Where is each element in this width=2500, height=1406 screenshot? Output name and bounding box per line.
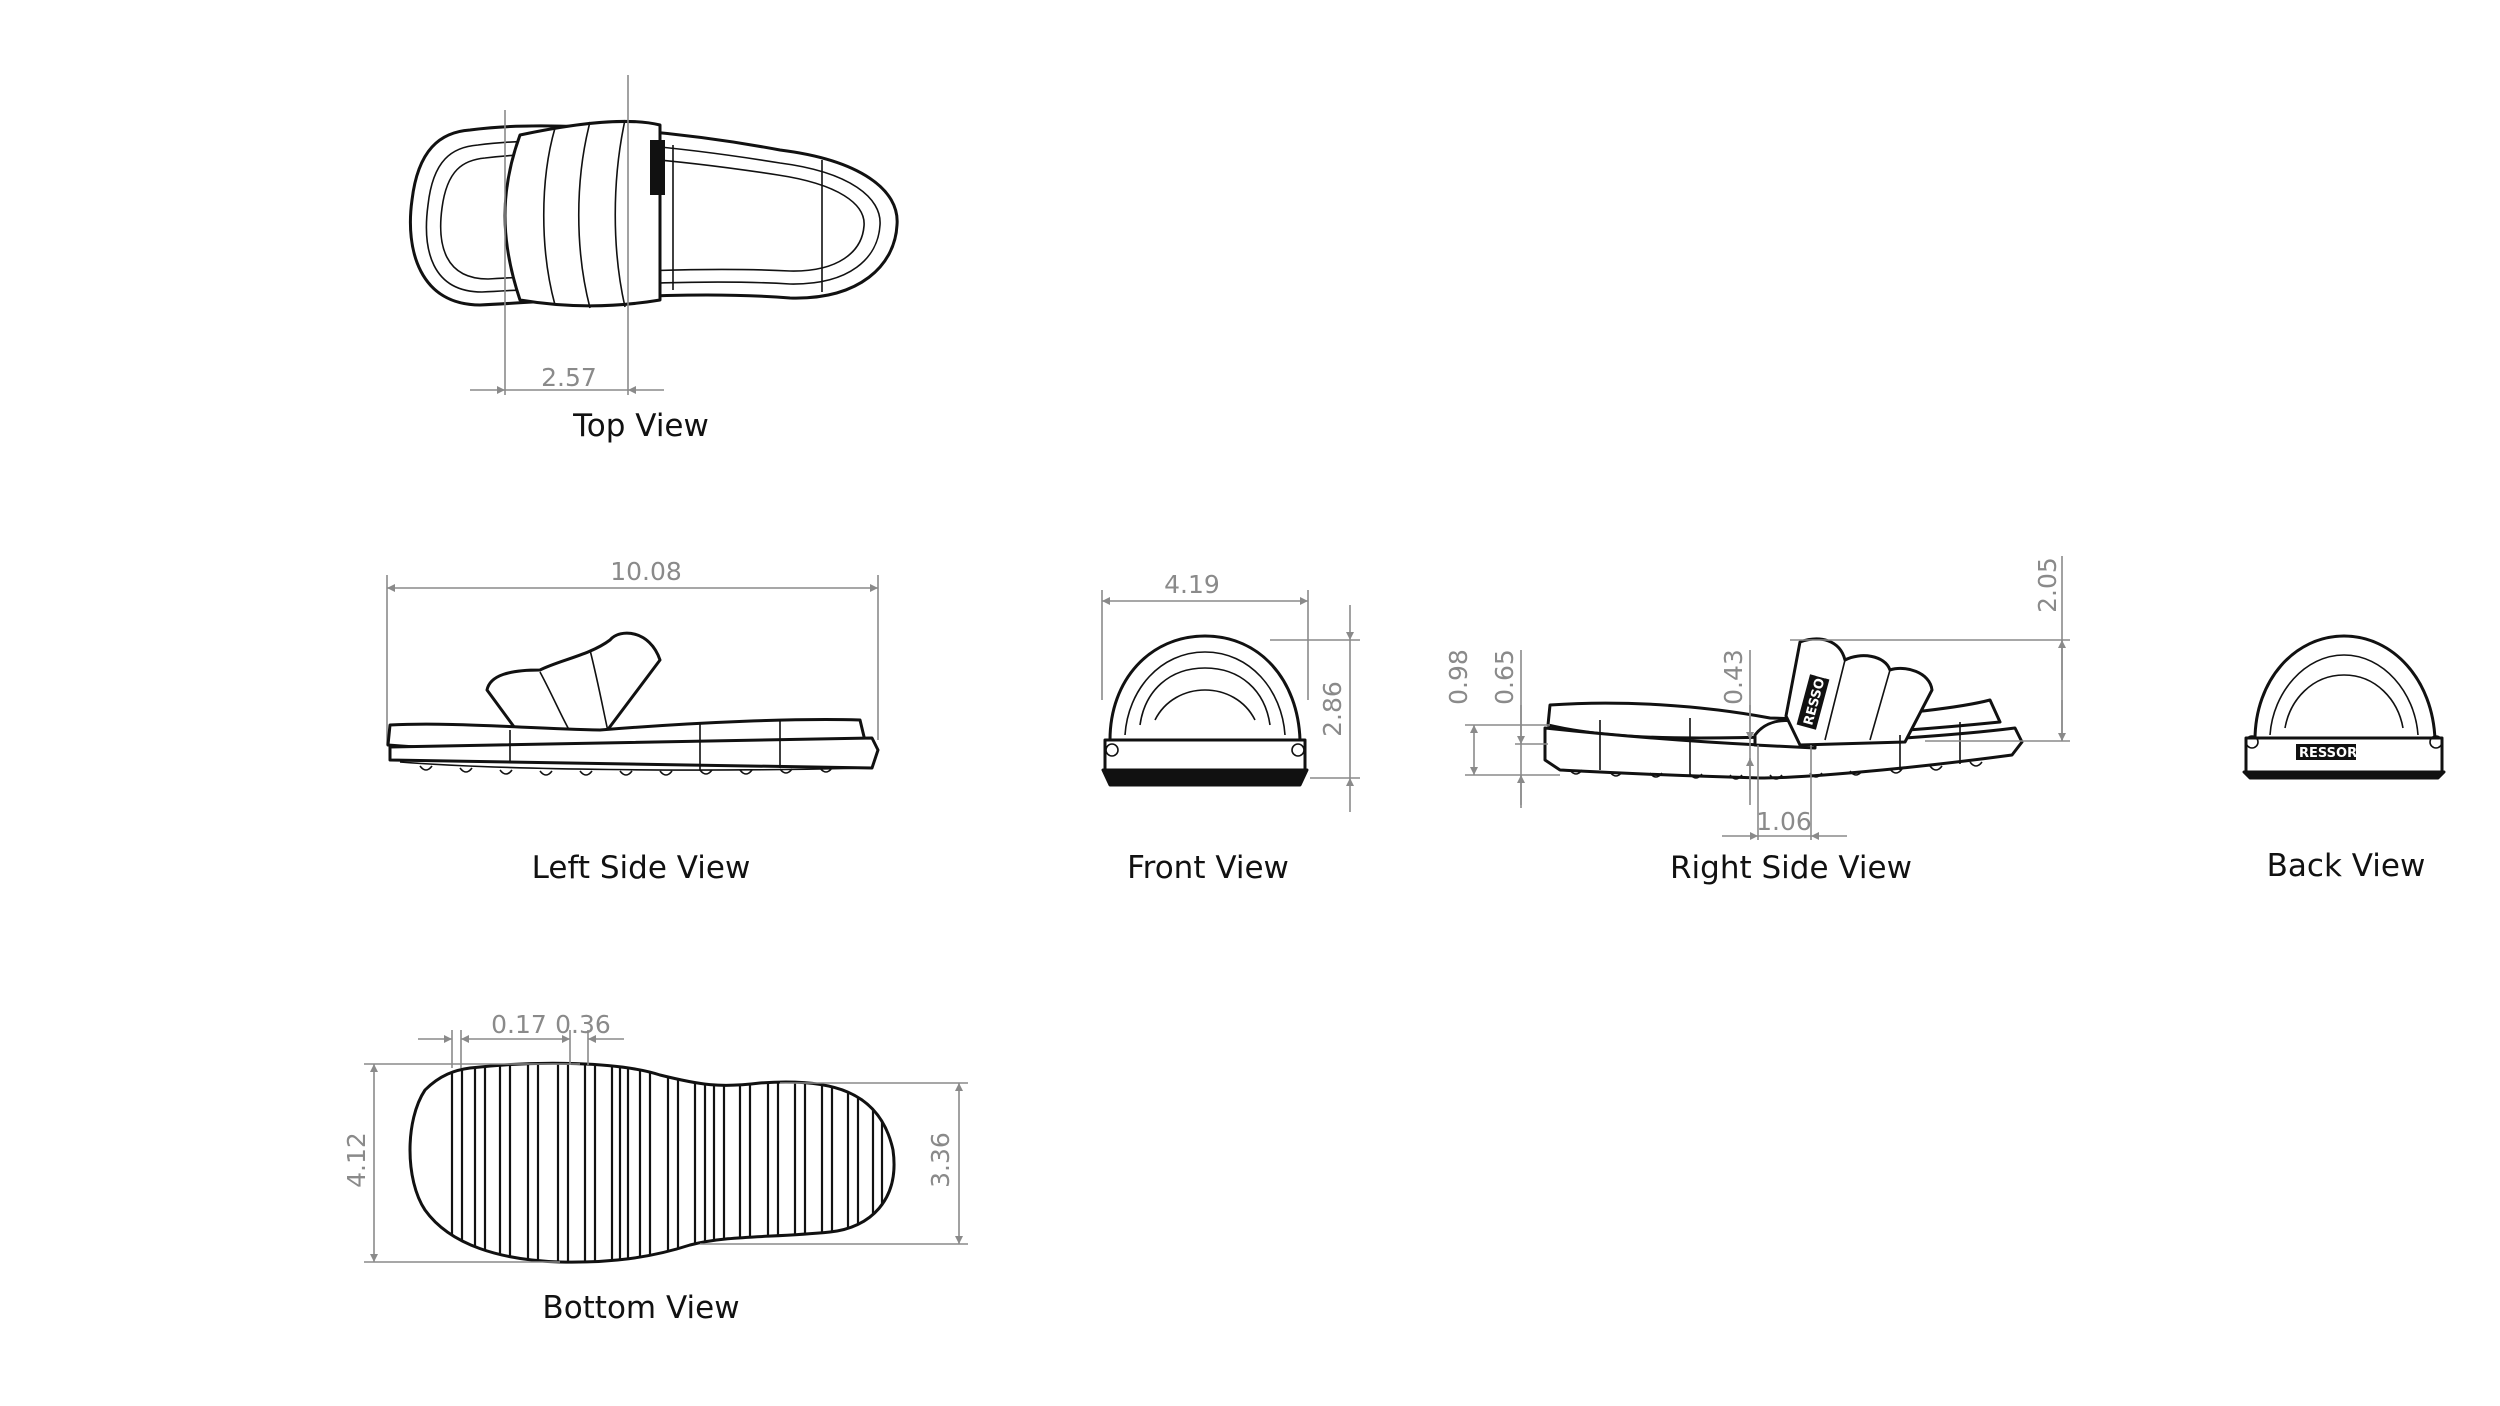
dim-4-12: 4.12 [342,1132,371,1188]
dim-0-43: 0.43 [1719,649,1748,705]
dim-4-19: 4.19 [1164,570,1220,599]
right-side-view-label: Right Side View [1670,850,1912,886]
front-view-label: Front View [1127,850,1289,886]
dim-0-36: 0.36 [555,1010,611,1039]
top-view-label: Top View [572,408,709,444]
dim-2-86: 2.86 [1318,681,1347,737]
dim-2-05: 2.05 [2033,557,2062,613]
dim-0-98: 0.98 [1444,649,1473,705]
top-view: 2.57 Top View [408,75,899,444]
front-view: 4.19 2.86 Front View [1101,570,1360,886]
dim-10-08: 10.08 [610,557,682,586]
back-view-label: Back View [2267,848,2426,884]
bottom-view: 0.17 0.36 4.12 3.36 Bottom View [342,1010,968,1326]
dim-0-65: 0.65 [1490,649,1519,705]
brand-logo-back: RESSORY [2299,746,2366,761]
dim-0-17: 0.17 [491,1010,547,1039]
dim-2-57: 2.57 [541,363,597,392]
dim-1-06: 1.06 [1756,807,1812,836]
left-side-view-label: Left Side View [532,850,751,886]
bottom-view-label: Bottom View [542,1290,739,1326]
back-view: RESSORY Back View [2242,634,2446,884]
dim-3-36: 3.36 [926,1132,955,1188]
right-side-view: RESSORY 2.05 0.98 0.65 0.43 1.06 Right S… [1444,556,2070,886]
left-side-view: 10.08 Left Side View [386,557,880,886]
